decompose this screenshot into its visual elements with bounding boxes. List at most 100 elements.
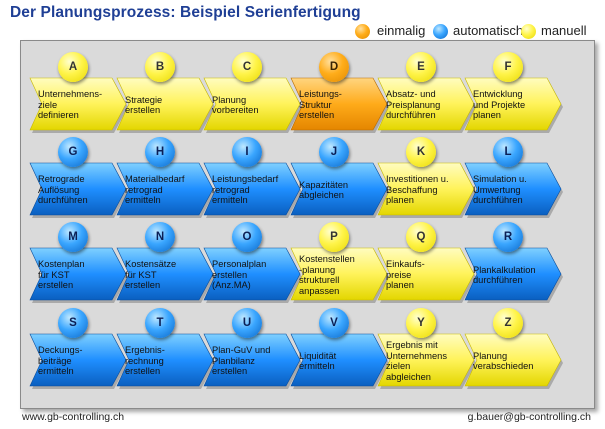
chevron-arrow-shape	[290, 162, 389, 218]
chevron-arrow-shape	[203, 77, 302, 133]
chevron-arrow-shape	[29, 333, 128, 389]
chevron-arrow-shape	[290, 247, 389, 303]
step-label: Strategie erstellen	[125, 94, 163, 116]
step-letter-badge: F	[493, 52, 523, 82]
step-label: Kapazitäten abgleichen	[299, 179, 349, 201]
chevron-arrow-shape	[116, 77, 215, 133]
chevron-arrow-shape	[29, 162, 128, 218]
step-letter-badge: A	[58, 52, 88, 82]
step-label: Plankalkulation durchführen	[473, 264, 536, 286]
step-letter-badge: Z	[493, 308, 523, 338]
chevron-arrow-shape	[464, 333, 563, 389]
step-letter-badge: Q	[406, 222, 436, 252]
step-label: Leistungsbedarf retrograd ermitteln	[212, 174, 279, 206]
chevron-arrow-shape	[464, 77, 563, 133]
legend-einmalig-label: einmalig	[377, 23, 426, 38]
chevron-arrow-shape	[29, 77, 128, 133]
chevron-arrow-shape	[377, 333, 476, 389]
step-h: H Materialbedarf retrograd ermitteln	[116, 137, 215, 225]
step-q: Q Einkaufs- preise planen	[377, 222, 476, 310]
chevron-arrow-shape	[377, 162, 476, 218]
legend-manuell-label: manuell	[541, 23, 587, 38]
step-b: B Strategie erstellen	[116, 52, 215, 140]
chevron-arrow-shape	[290, 77, 389, 133]
step-t: T Ergebnis- rechnung erstellen	[116, 308, 215, 396]
step-letter-badge: H	[145, 137, 175, 167]
step-z: Z Planung verabschieden	[464, 308, 563, 396]
step-v: V Liquidität ermitteln	[290, 308, 389, 396]
chevron-arrow-shape	[203, 333, 302, 389]
page-title: Der Planungsprozess: Beispiel Serienfert…	[10, 4, 361, 21]
legend: einmalig automatisch manuell	[355, 21, 595, 41]
step-s: S Deckungs- beiträge ermitteln	[29, 308, 128, 396]
step-letter-badge: S	[58, 308, 88, 338]
step-label: Materialbedarf retrograd ermitteln	[125, 174, 185, 206]
chevron-arrow-shape	[290, 333, 389, 389]
step-letter-badge: K	[406, 137, 436, 167]
step-letter-badge: Y	[406, 308, 436, 338]
chevron-arrow-shape	[116, 333, 215, 389]
step-letter-badge: P	[319, 222, 349, 252]
step-label: Unternehmens- ziele definieren	[38, 89, 103, 121]
chevron-arrow-shape	[464, 247, 563, 303]
chevron-arrow-shape	[29, 247, 128, 303]
step-label: Planung verabschieden	[473, 350, 534, 372]
chevron-arrow-shape	[116, 162, 215, 218]
step-i: I Leistungsbedarf retrograd ermitteln	[203, 137, 302, 225]
step-letter-badge: M	[58, 222, 88, 252]
step-label: Investitionen u. Beschaffung planen	[386, 174, 449, 206]
chevron-arrow-shape	[203, 247, 302, 303]
footer-website: www.gb-controlling.ch	[22, 411, 125, 423]
footer-email: g.bauer@gb-controlling.ch	[467, 411, 591, 423]
chevron-arrow-shape	[377, 77, 476, 133]
legend-automatisch-label: automatisch	[453, 23, 524, 38]
step-label: Kostenstellen -planung strukturell anpas…	[299, 254, 355, 296]
step-a: A Unternehmens- ziele definieren	[29, 52, 128, 140]
step-d: D Leistungs- Struktur erstellen	[290, 52, 389, 140]
step-letter-badge: D	[319, 52, 349, 82]
step-label: Leistungs- Struktur erstellen	[299, 89, 342, 121]
step-letter-badge: L	[493, 137, 523, 167]
legend-automatisch-dot	[433, 24, 448, 39]
chevron-arrow-shape	[464, 162, 563, 218]
step-letter-badge: C	[232, 52, 262, 82]
legend-einmalig-dot	[355, 24, 370, 39]
step-letter-badge: J	[319, 137, 349, 167]
step-o: O Personalplan erstellen (Anz.MA)	[203, 222, 302, 310]
step-letter-badge: R	[493, 222, 523, 252]
step-label: Ergebnis mit Unternehmens zielen abgleic…	[386, 340, 447, 382]
step-label: Ergebnis- rechnung erstellen	[125, 345, 165, 377]
chevron-arrow-shape	[116, 247, 215, 303]
step-letter-badge: B	[145, 52, 175, 82]
chevron-arrow-shape	[377, 247, 476, 303]
step-label: Einkaufs- preise planen	[386, 259, 425, 291]
step-label: Kostenplan für KST erstellen	[38, 259, 85, 291]
step-g: G Retrograde Auflösung durchführen	[29, 137, 128, 225]
step-label: Deckungs- beiträge ermitteln	[38, 345, 83, 377]
step-letter-badge: T	[145, 308, 175, 338]
step-e: E Absatz- und Preisplanung durchführen	[377, 52, 476, 140]
step-letter-badge: E	[406, 52, 436, 82]
step-label: Plan-GuV und Planbilanz erstellen	[212, 345, 271, 377]
step-letter-badge: N	[145, 222, 175, 252]
step-label: Planung vorbereiten	[212, 94, 259, 116]
step-label: Personalplan erstellen (Anz.MA)	[212, 259, 267, 291]
step-label: Retrograde Auflösung durchführen	[38, 174, 88, 206]
step-letter-badge: O	[232, 222, 262, 252]
step-r: R Plankalkulation durchführen	[464, 222, 563, 310]
step-letter-badge: G	[58, 137, 88, 167]
step-j: J Kapazitäten abgleichen	[290, 137, 389, 225]
step-label: Liquidität ermitteln	[299, 350, 337, 372]
step-l: L Simulation u. Umwertung durchführen	[464, 137, 563, 225]
step-label: Absatz- und Preisplanung durchführen	[386, 89, 441, 121]
chevron-arrow-shape	[203, 162, 302, 218]
step-c: C Planung vorbereiten	[203, 52, 302, 140]
step-letter-badge: V	[319, 308, 349, 338]
step-letter-badge: I	[232, 137, 262, 167]
step-label: Simulation u. Umwertung durchführen	[473, 174, 527, 206]
